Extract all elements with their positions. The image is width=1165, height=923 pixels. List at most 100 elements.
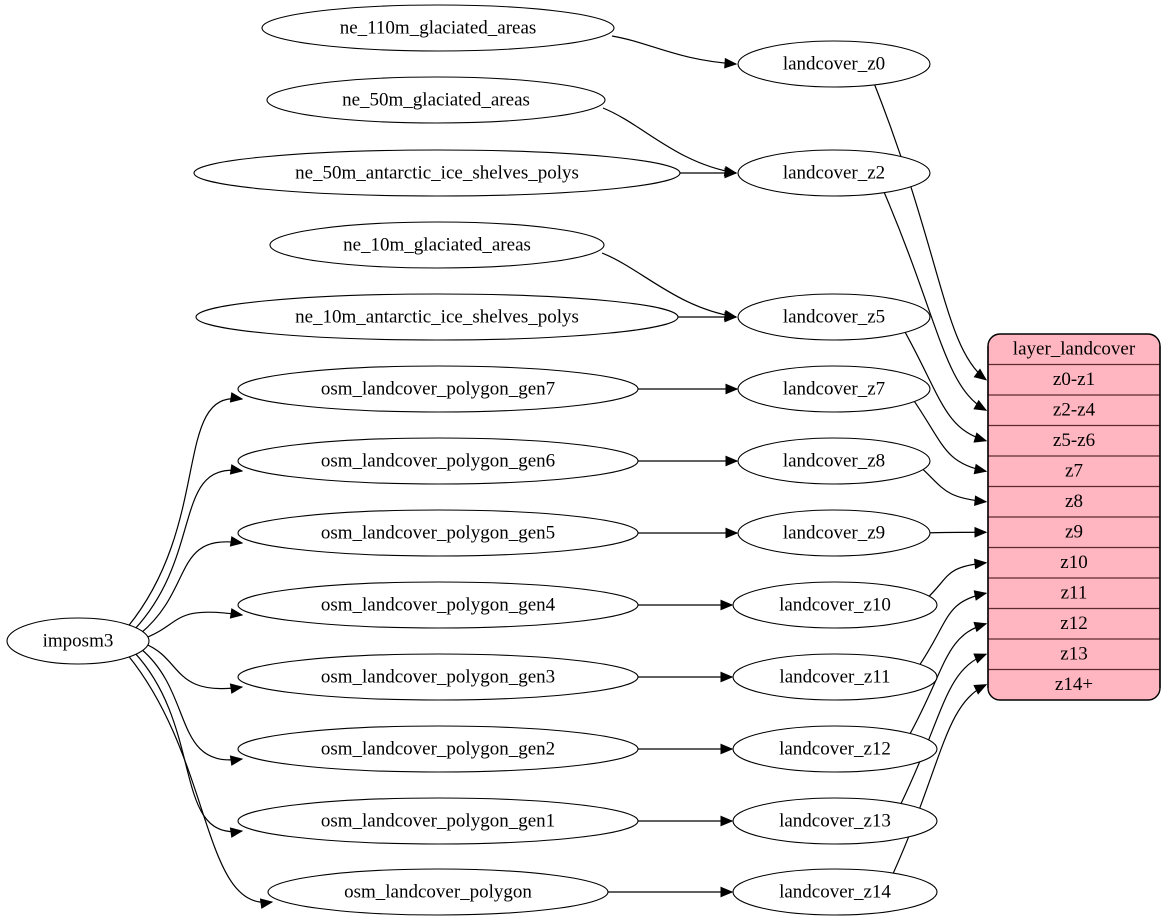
edge-line: [144, 643, 243, 690]
edge-ne-10m-antarctic-ice-shelves-polys-to-landcover-z5: [676, 311, 738, 323]
arrow-head: [974, 558, 988, 570]
edge-landcover-z9-to-row-z9: [922, 526, 988, 538]
edge-landcover-z5-to-row-z5-z6: [903, 329, 988, 443]
node-shape: [269, 221, 605, 269]
arrow-head: [229, 683, 244, 694]
node-label: ne_10m_glaciated_areas: [343, 234, 531, 255]
edge-osm-landcover-polygon-to-landcover-z14: [608, 886, 734, 898]
node-ne-110m-glaciated-areas[interactable]: ne_110m_glaciated_areas: [261, 4, 615, 52]
table-row-z2-z4[interactable]: z2-z4: [988, 394, 1160, 421]
arrow-head: [973, 368, 988, 381]
node-label: osm_landcover_polygon_gen2: [321, 738, 555, 759]
node-landcover-z2[interactable]: landcover_z2: [737, 149, 931, 197]
node-osm-landcover-polygon[interactable]: osm_landcover_polygon: [267, 868, 609, 916]
node-imposm3[interactable]: imposm3: [6, 617, 150, 665]
edge-landcover-z2-to-row-z2-z4: [882, 190, 988, 411]
node-osm-landcover-polygon-gen7[interactable]: osm_landcover_polygon_gen7: [237, 365, 639, 413]
node-label: ne_10m_antarctic_ice_shelves_polys: [295, 306, 579, 327]
table-row-z12[interactable]: z12: [988, 607, 1160, 635]
edge-imposm3-to-osm-landcover-polygon-gen7: [127, 392, 244, 627]
arrow-head: [973, 463, 988, 475]
table-row-z5-z6[interactable]: z5-z6: [988, 424, 1160, 452]
table-row-z7[interactable]: z7: [988, 455, 1160, 482]
edge-line: [912, 398, 987, 472]
table-row-z14[interactable]: z14+: [988, 668, 1160, 696]
edge-imposm3-to-osm-landcover-polygon-gen3: [144, 643, 244, 694]
node-label: landcover_z11: [779, 666, 890, 687]
edge-imposm3-to-osm-landcover-polygon-gen1: [134, 652, 244, 838]
node-ne-50m-glaciated-areas[interactable]: ne_50m_glaciated_areas: [266, 76, 606, 124]
edge-imposm3-to-osm-landcover-polygon: [127, 655, 274, 909]
node-landcover-z10[interactable]: landcover_z10: [732, 581, 938, 629]
node-label: landcover_z0: [783, 53, 885, 74]
arrow-head: [973, 432, 988, 443]
nodes-layer: imposm3 ne_110m_glaciated_areas ne_50m_gla…: [6, 4, 938, 916]
edge-line: [127, 655, 273, 903]
edge-imposm3-to-osm-landcover-polygon-gen2: [140, 648, 244, 766]
node-osm-landcover-polygon-gen6[interactable]: osm_landcover_polygon_gen6: [237, 437, 639, 485]
node-landcover-z0[interactable]: landcover_z0: [737, 40, 931, 88]
edge-landcover-z13-to-row-z13: [899, 653, 988, 806]
table-row-z9[interactable]: z9: [988, 516, 1160, 543]
node-label: landcover_z7: [783, 378, 885, 399]
node-shape: [237, 509, 639, 557]
node-label: ne_110m_glaciated_areas: [340, 17, 537, 38]
edge-ne-50m-antarctic-ice-shelves-polys-to-landcover-z2: [678, 167, 738, 179]
arrow-head: [725, 527, 739, 539]
node-landcover-z13[interactable]: landcover_z13: [732, 797, 938, 845]
node-osm-landcover-polygon-gen2[interactable]: osm_landcover_polygon_gen2: [237, 725, 639, 773]
arrow-head: [229, 392, 244, 403]
table-row-label: z8: [1065, 491, 1083, 512]
node-label: landcover_z2: [783, 162, 885, 183]
table-row-z8[interactable]: z8: [988, 485, 1160, 513]
node-ne-50m-antarctic-ice-shelves-polys[interactable]: ne_50m_antarctic_ice_shelves_polys: [193, 149, 681, 197]
edge-line: [144, 611, 243, 639]
node-landcover-z8[interactable]: landcover_z8: [737, 437, 931, 485]
node-label: landcover_z13: [779, 810, 891, 831]
node-landcover-z12[interactable]: landcover_z12: [732, 725, 938, 773]
node-landcover-z9[interactable]: landcover_z9: [737, 509, 931, 557]
node-shape: [195, 293, 679, 341]
edge-line: [602, 107, 737, 174]
edge-osm-landcover-polygon-gen6-to-landcover-z8: [638, 455, 739, 467]
node-label: landcover_z12: [779, 738, 891, 759]
node-landcover-z5[interactable]: landcover_z5: [737, 293, 931, 341]
arrow-head: [259, 898, 274, 909]
arrow-head: [229, 464, 244, 475]
edge-imposm3-to-osm-landcover-polygon-gen6: [134, 464, 244, 630]
edge-line: [899, 653, 987, 806]
table-row-label: z0-z1: [1053, 369, 1095, 390]
node-osm-landcover-polygon-gen1[interactable]: osm_landcover_polygon_gen1: [237, 797, 639, 845]
node-label: landcover_z10: [779, 594, 891, 615]
edge-line: [903, 329, 987, 442]
node-shape: [237, 365, 639, 413]
arrow-head: [724, 167, 738, 179]
edge-osm-landcover-polygon-gen1-to-landcover-z13: [638, 815, 734, 827]
table-row-z13[interactable]: z13: [988, 638, 1160, 665]
node-shape: [237, 797, 639, 845]
node-landcover-z14[interactable]: landcover_z14: [732, 868, 938, 916]
node-ne-10m-antarctic-ice-shelves-polys[interactable]: ne_10m_antarctic_ice_shelves_polys: [195, 293, 679, 341]
edge-landcover-z7-to-row-z7: [912, 398, 988, 475]
node-shape: [267, 868, 609, 916]
node-osm-landcover-polygon-gen4[interactable]: osm_landcover_polygon_gen4: [237, 581, 639, 629]
node-shape: [737, 40, 931, 88]
edge-imposm3-to-osm-landcover-polygon-gen5: [140, 536, 244, 634]
node-shape: [237, 653, 639, 701]
node-shape: [237, 725, 639, 773]
table-row-z0-z1[interactable]: z0-z1: [988, 363, 1160, 391]
node-label: imposm3: [43, 630, 114, 651]
edges-layer: [127, 35, 988, 909]
layer-landcover-table: layer_landcoverz0-z1z2-z4z5-z6z7z8z9z10z…: [987, 333, 1161, 701]
edge-line: [140, 541, 243, 634]
node-ne-10m-glaciated-areas[interactable]: ne_10m_glaciated_areas: [269, 221, 605, 269]
table-row-z11[interactable]: z11: [988, 577, 1160, 604]
node-landcover-z11[interactable]: landcover_z11: [732, 653, 938, 701]
node-label: osm_landcover_polygon_gen3: [321, 666, 555, 687]
edge-line: [882, 190, 987, 411]
node-landcover-z7[interactable]: landcover_z7: [737, 365, 931, 413]
table-row-z10[interactable]: z10: [988, 546, 1160, 574]
node-osm-landcover-polygon-gen5[interactable]: osm_landcover_polygon_gen5: [237, 509, 639, 557]
node-osm-landcover-polygon-gen3[interactable]: osm_landcover_polygon_gen3: [237, 653, 639, 701]
table-row-label: z10: [1060, 552, 1087, 573]
